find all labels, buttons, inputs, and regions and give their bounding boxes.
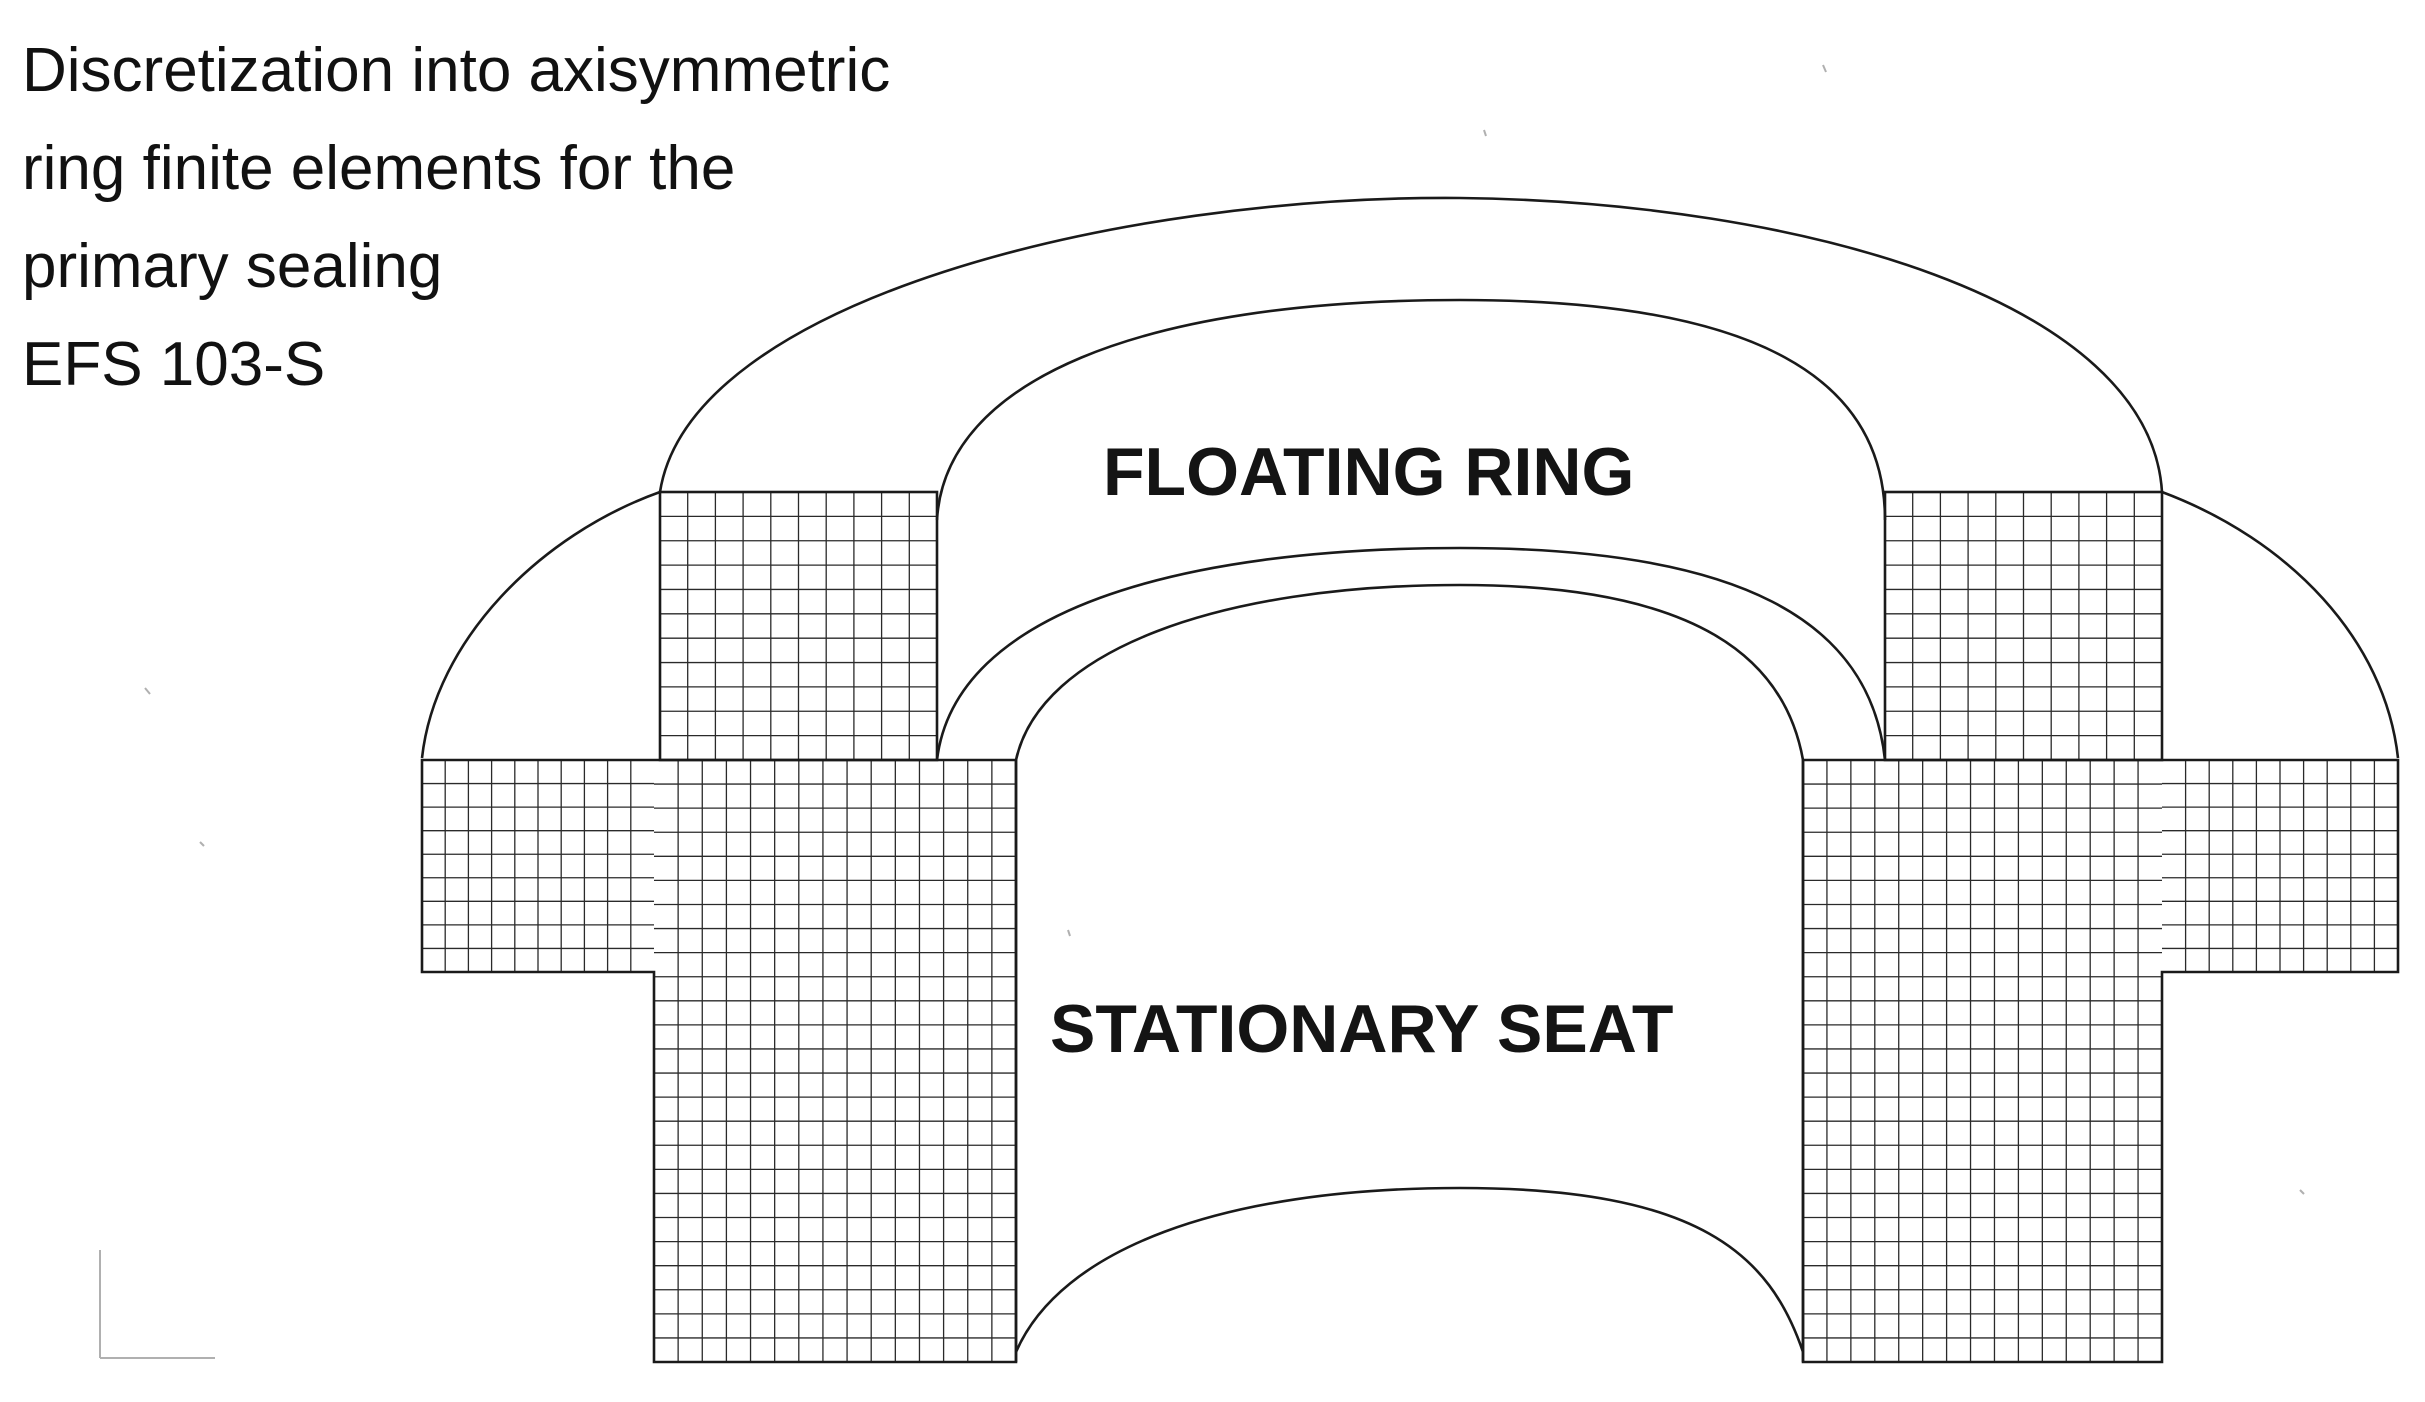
seat-bore-arc (1014, 1186, 1805, 1353)
seat-upper-arc (935, 546, 1887, 761)
floating-ring-outer-arc (658, 196, 2164, 493)
mesh-left-ring-leg (660, 492, 937, 760)
stationary-seat-label: STATIONARY SEAT (1050, 991, 1673, 1067)
left-shoulder-arc (420, 490, 661, 759)
mesh-right-flange (2162, 760, 2398, 972)
mesh-right-seat-body (1803, 760, 2162, 1362)
floating-ring-inner-arc (935, 298, 1887, 521)
caption-line-1: Discretization into axisymmetric (22, 36, 891, 105)
seat-lower-arc (1014, 583, 1805, 761)
left-seat-outline (420, 758, 1018, 1364)
right-shoulder-arc (2161, 490, 2400, 759)
caption-line-4: EFS 103-S (22, 330, 326, 399)
caption-line-2: ring finite elements for the (22, 134, 736, 203)
floating-ring-label: FLOATING RING (1103, 434, 1634, 510)
figure-caption: Discretization into axisymmetric ring fi… (22, 22, 890, 414)
mesh-right-ring-leg (1885, 492, 2162, 760)
mesh-left-seat-body (654, 760, 1016, 1362)
caption-line-3: primary sealing (22, 232, 443, 301)
scan-artifacts (99, 64, 2305, 1359)
mesh-left-flange (422, 760, 654, 972)
right-seat-outline (1801, 758, 2400, 1364)
